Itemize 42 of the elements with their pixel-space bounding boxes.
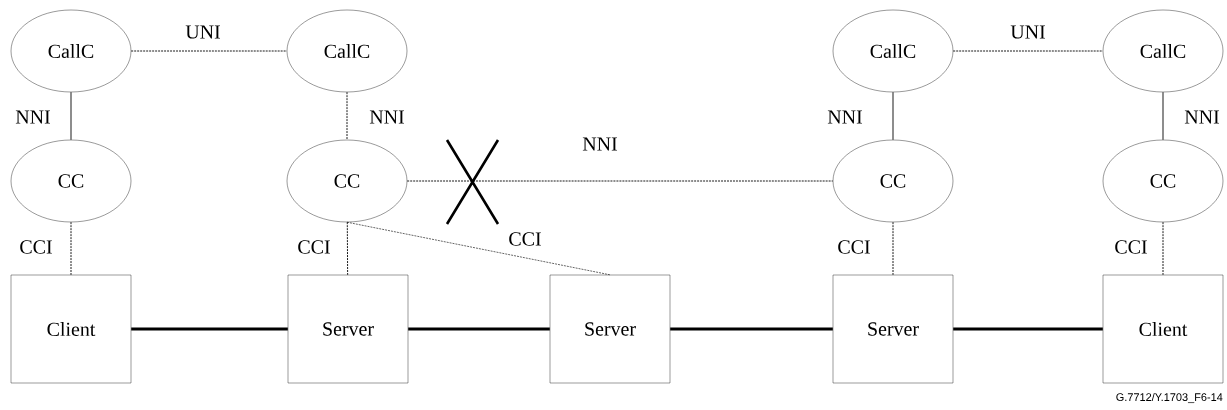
connector-line — [70, 221, 72, 276]
connector-line — [346, 221, 349, 276]
connector-line — [131, 327, 288, 331]
connector-line — [406, 180, 834, 182]
connector-line — [892, 91, 894, 141]
edge-label: CCI — [1113, 239, 1149, 255]
edge-label: CCI — [18, 239, 54, 255]
ellipse-node: CallC — [286, 9, 408, 93]
edge-label: CCI — [507, 231, 543, 247]
edge-label: CCI — [836, 239, 872, 255]
ellipse-node: CallC — [1102, 9, 1224, 93]
connector-line — [952, 50, 1104, 52]
edge-label: NNI — [581, 136, 619, 152]
process-box: Server — [832, 274, 954, 384]
edge-label: CCI — [296, 239, 332, 255]
connector-line — [346, 221, 611, 276]
connector-line — [70, 91, 72, 141]
process-box: Client — [1102, 274, 1224, 384]
connector-line — [408, 327, 550, 331]
process-box: Server — [549, 274, 671, 384]
edge-label: NNI — [1183, 109, 1221, 125]
process-box: Client — [10, 274, 132, 384]
connector-line — [953, 327, 1103, 331]
ellipse-node: CC — [832, 139, 954, 223]
ellipse-node: CC — [1102, 139, 1224, 223]
connector-line — [130, 50, 288, 52]
edge-label: NNI — [14, 109, 52, 125]
ellipse-node: CallC — [10, 9, 132, 93]
connector-line — [670, 327, 833, 331]
connector-line — [346, 91, 348, 141]
ellipse-node: CC — [286, 139, 408, 223]
edge-label: UNI — [184, 24, 222, 40]
edge-label: NNI — [826, 109, 864, 125]
ellipse-node: CallC — [832, 9, 954, 93]
ellipse-node: CC — [10, 139, 132, 223]
connector-line — [892, 221, 894, 276]
process-box: Server — [287, 274, 409, 384]
edge-label: NNI — [368, 109, 406, 125]
connector-line — [1162, 221, 1164, 276]
edge-label: UNI — [1009, 24, 1047, 40]
connector-line — [1162, 91, 1164, 141]
figure-id: G.7712/Y.1703_F6-14 — [1116, 392, 1223, 404]
